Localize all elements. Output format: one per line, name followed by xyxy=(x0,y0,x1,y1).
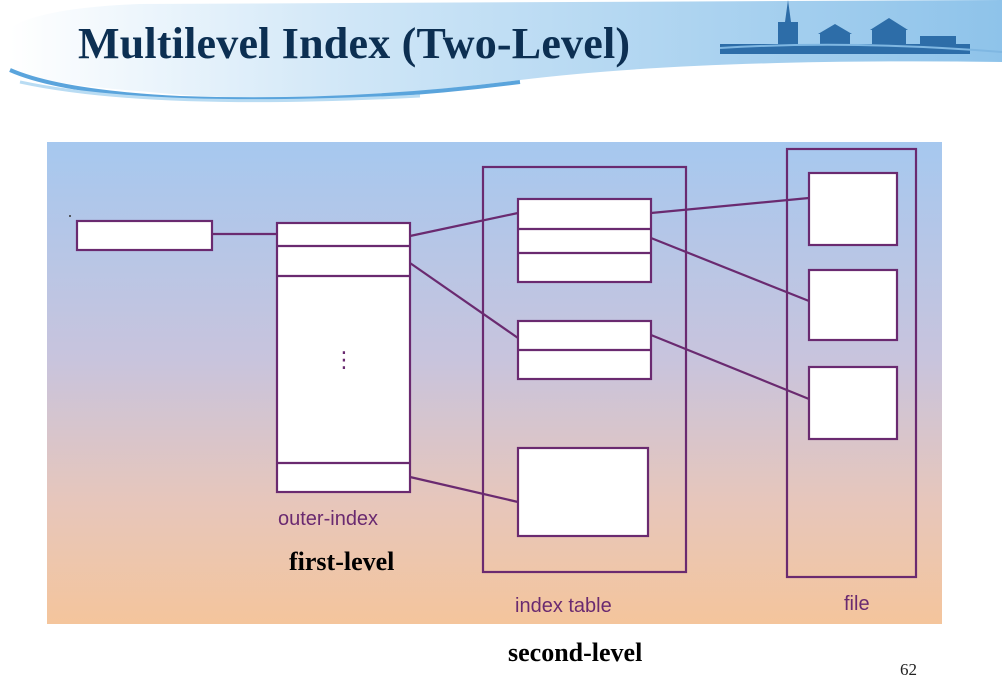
ellipsis-dots: ⋮ xyxy=(333,348,355,373)
file-label: file xyxy=(844,593,870,615)
index-block-1 xyxy=(516,197,653,284)
first-level-label: first-level xyxy=(289,547,395,576)
pointer-outer-1-to-block-1 xyxy=(409,211,519,238)
pointer-block-1b-to-file-2 xyxy=(650,236,810,303)
file-container xyxy=(785,147,918,579)
village-silhouette-icon xyxy=(720,0,970,54)
pointer-block-1a-to-file-1 xyxy=(650,196,810,215)
file-block-2 xyxy=(807,268,899,342)
outer-index-block xyxy=(275,221,412,494)
diagram-canvas: ⋮ xyxy=(69,147,918,579)
index-block-3 xyxy=(516,446,650,538)
stray-dot xyxy=(69,215,71,217)
pointer-block-2-to-file-3 xyxy=(650,333,810,401)
second-level-label: second-level xyxy=(508,638,643,667)
outer-index-label: outer-index xyxy=(278,508,379,530)
pointer-outer-last-to-block-3 xyxy=(409,475,519,504)
slide-title: Multilevel Index (Two-Level) xyxy=(78,19,631,68)
page-number: 62 xyxy=(900,660,917,679)
index-table-label: index table xyxy=(515,595,612,617)
header-banner xyxy=(9,0,1002,103)
multilevel-index-diagram: ⋮ outer-index first-level index table fi… xyxy=(47,142,942,624)
pointer-outer-2-to-block-2 xyxy=(409,262,519,339)
index-table-container xyxy=(481,165,688,574)
search-key-box xyxy=(75,219,214,252)
file-block-3 xyxy=(807,365,899,441)
file-block-1 xyxy=(807,171,899,247)
